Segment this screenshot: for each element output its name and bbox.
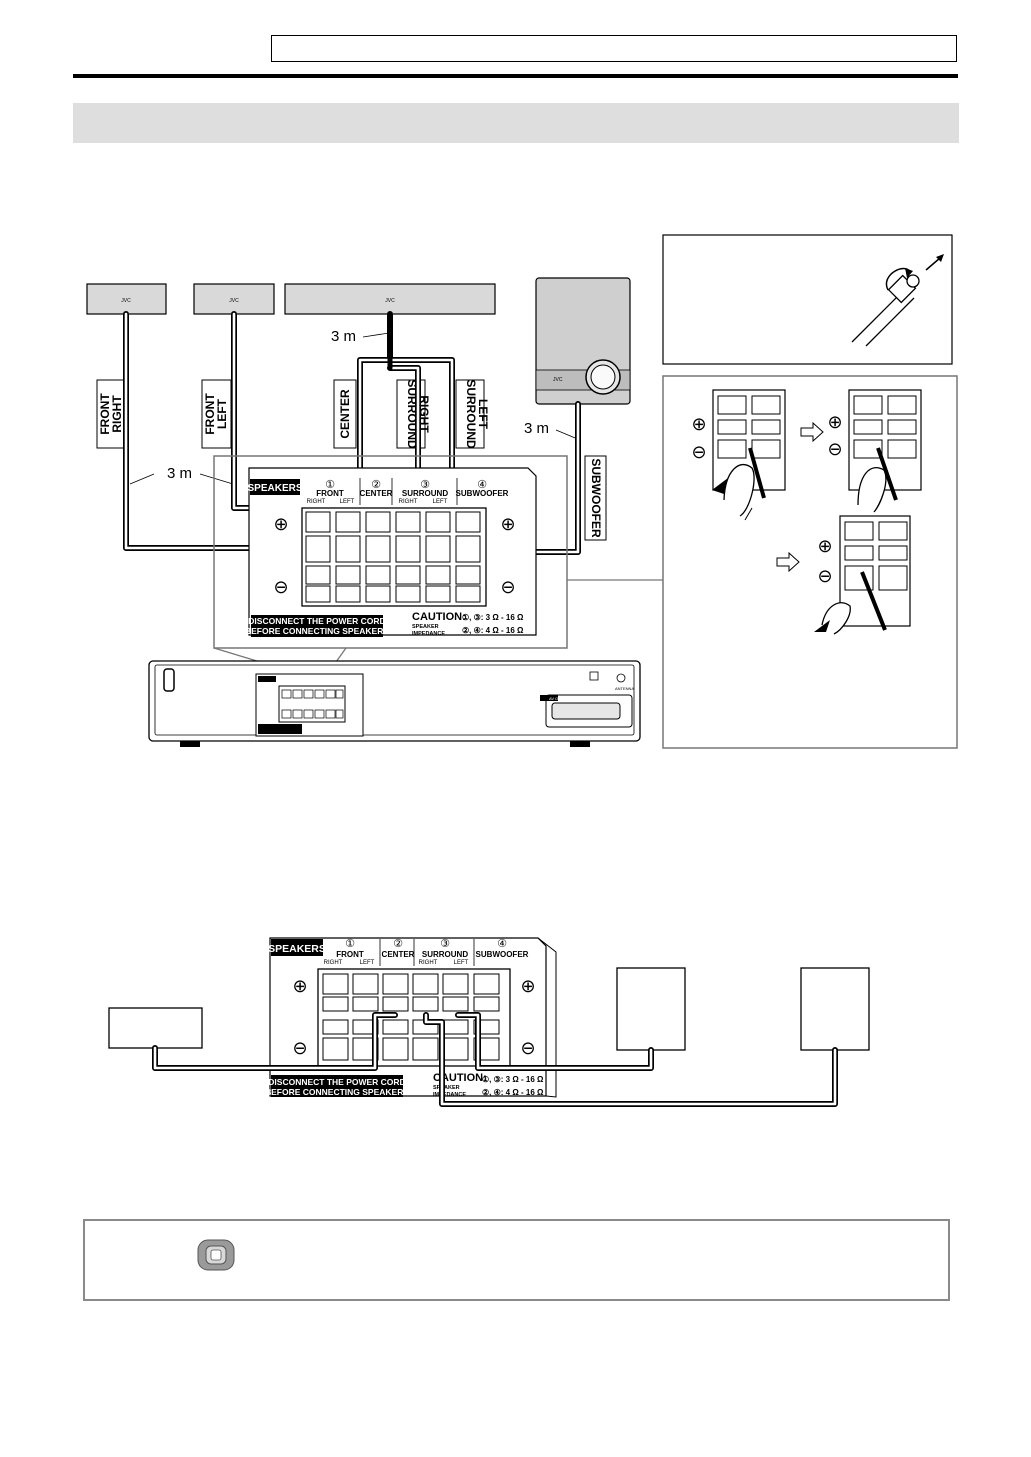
svg-text:①, ③: 3 Ω - 16 Ω: ①, ③: 3 Ω - 16 Ω bbox=[462, 613, 524, 622]
svg-text:CENTER: CENTER bbox=[338, 389, 352, 439]
receiver-rear-panel: AV OUT ANTENNA bbox=[148, 660, 641, 747]
svg-text:IMPEDANCE: IMPEDANCE bbox=[433, 1092, 466, 1098]
label-center: CENTER bbox=[333, 379, 357, 449]
svg-text:SURROUND: SURROUND bbox=[402, 489, 448, 498]
svg-text:⊕: ⊕ bbox=[292, 976, 307, 996]
svg-text:LEFT: LEFT bbox=[454, 960, 469, 966]
svg-text:①: ① bbox=[345, 938, 355, 950]
page-header-box bbox=[271, 35, 957, 62]
svg-text:LEFT: LEFT bbox=[476, 399, 490, 430]
external-device-box-left bbox=[108, 1007, 203, 1049]
svg-text:⊕: ⊕ bbox=[520, 976, 535, 996]
svg-text:RIGHT: RIGHT bbox=[324, 960, 343, 966]
speaker-front-right: JVC bbox=[86, 283, 167, 315]
speaker-subwoofer: JVC bbox=[535, 277, 631, 405]
svg-text:⊕: ⊕ bbox=[817, 536, 832, 556]
svg-text:CENTER: CENTER bbox=[382, 950, 415, 959]
svg-text:SUBWOOFER: SUBWOOFER bbox=[589, 458, 603, 538]
svg-text:⊖: ⊖ bbox=[500, 577, 515, 597]
svg-text:⊖: ⊖ bbox=[292, 1038, 307, 1058]
svg-text:RIGHT: RIGHT bbox=[399, 499, 418, 505]
speaker-terminal-panel-zoom: SPEAKERS ① FRONT RIGHT LEFT ② CENTER ③ S… bbox=[213, 455, 568, 649]
step-3: ⊕ ⊖ bbox=[814, 515, 911, 635]
svg-text:FRONT: FRONT bbox=[98, 393, 112, 435]
remote-dial-icon bbox=[197, 1239, 235, 1271]
svg-text:⊖: ⊖ bbox=[817, 566, 832, 586]
svg-text:SUBWOOFER: SUBWOOFER bbox=[476, 950, 529, 959]
svg-text:LEFT: LEFT bbox=[340, 499, 355, 505]
svg-text:⊕: ⊕ bbox=[691, 414, 706, 434]
external-speaker-box-1 bbox=[616, 967, 686, 1051]
svg-text:IMPEDANCE: IMPEDANCE bbox=[412, 631, 445, 637]
svg-text:③: ③ bbox=[440, 938, 450, 950]
svg-text:①: ① bbox=[325, 479, 335, 491]
label-front-left: FRONT LEFT bbox=[201, 379, 232, 449]
svg-text:DISCONNECT THE POWER CORD: DISCONNECT THE POWER CORD bbox=[248, 616, 385, 626]
svg-text:SPEAKERS: SPEAKERS bbox=[268, 943, 326, 955]
svg-text:⊕: ⊕ bbox=[500, 514, 515, 534]
step-2: ⊕ ⊖ bbox=[827, 389, 922, 513]
svg-text:②: ② bbox=[393, 938, 403, 950]
label-surround-left: SURROUND LEFT bbox=[455, 379, 490, 449]
section-title-bar bbox=[73, 103, 959, 143]
speaker-front-left: JVC bbox=[193, 283, 275, 315]
wire-twist-illustration-box bbox=[662, 234, 953, 365]
terminal-insertion-steps-box: ⊕ ⊖ ⊕ ⊖ bbox=[662, 375, 958, 749]
svg-text:SURROUND: SURROUND bbox=[422, 950, 468, 959]
cable-length-front: 3 m bbox=[167, 465, 192, 482]
cable-length-subwoofer: 3 m bbox=[524, 420, 549, 437]
svg-text:SPEAKERS: SPEAKERS bbox=[247, 483, 302, 494]
svg-text:FRONT: FRONT bbox=[336, 950, 364, 959]
svg-text:JVC: JVC bbox=[553, 377, 563, 383]
svg-text:SURROUND: SURROUND bbox=[464, 379, 478, 449]
svg-text:LEFT: LEFT bbox=[215, 398, 229, 429]
svg-text:ANTENNA: ANTENNA bbox=[615, 686, 634, 691]
svg-text:CAUTION:: CAUTION: bbox=[412, 611, 466, 623]
svg-text:②, ④: 4 Ω - 16 Ω: ②, ④: 4 Ω - 16 Ω bbox=[482, 1088, 544, 1097]
svg-text:SPEAKER: SPEAKER bbox=[412, 624, 439, 630]
svg-text:⊖: ⊖ bbox=[691, 442, 706, 462]
svg-text:LEFT: LEFT bbox=[360, 960, 375, 966]
svg-text:④: ④ bbox=[497, 938, 507, 950]
svg-text:⊕: ⊕ bbox=[827, 412, 842, 432]
svg-text:AV OUT: AV OUT bbox=[549, 696, 564, 701]
svg-text:⊖: ⊖ bbox=[273, 577, 288, 597]
svg-text:②: ② bbox=[371, 479, 381, 491]
svg-text:RIGHT: RIGHT bbox=[110, 395, 124, 433]
svg-text:JVC: JVC bbox=[229, 298, 239, 304]
svg-text:JVC: JVC bbox=[121, 298, 131, 304]
label-surround-right: SURROUND RIGHT bbox=[396, 379, 431, 449]
svg-text:⊖: ⊖ bbox=[827, 439, 842, 459]
header-rule bbox=[73, 74, 958, 78]
svg-text:SPEAKER: SPEAKER bbox=[433, 1085, 460, 1091]
svg-text:⊕: ⊕ bbox=[273, 514, 288, 534]
label-front-right: FRONT RIGHT bbox=[96, 379, 127, 449]
svg-text:FRONT: FRONT bbox=[203, 393, 217, 435]
step-1: ⊕ ⊖ bbox=[691, 389, 786, 521]
svg-text:①, ③: 3 Ω - 16 Ω: ①, ③: 3 Ω - 16 Ω bbox=[482, 1075, 544, 1084]
svg-text:BEFORE CONNECTING SPEAKERS: BEFORE CONNECTING SPEAKERS bbox=[245, 626, 389, 636]
tip-box bbox=[83, 1219, 950, 1301]
svg-text:JVC: JVC bbox=[385, 298, 395, 304]
svg-text:②, ④: 4 Ω - 16 Ω: ②, ④: 4 Ω - 16 Ω bbox=[462, 626, 524, 635]
external-speaker-box-2 bbox=[800, 967, 870, 1051]
svg-text:CAUTION:: CAUTION: bbox=[433, 1072, 487, 1084]
svg-text:④: ④ bbox=[477, 479, 487, 491]
svg-text:SUBWOOFER: SUBWOOFER bbox=[456, 489, 509, 498]
speaker-center: JVC bbox=[284, 283, 496, 315]
speaker-terminal-panel-lower: SPEAKERS ① FRONT RIGHT LEFT ② CENTER ③ S… bbox=[265, 937, 557, 1098]
svg-text:③: ③ bbox=[420, 479, 430, 491]
svg-text:RIGHT: RIGHT bbox=[419, 960, 438, 966]
svg-text:FRONT: FRONT bbox=[316, 489, 344, 498]
svg-text:CENTER: CENTER bbox=[360, 489, 393, 498]
svg-text:RIGHT: RIGHT bbox=[307, 499, 326, 505]
label-subwoofer: SUBWOOFER bbox=[584, 455, 607, 541]
svg-text:BEFORE CONNECTING SPEAKERS: BEFORE CONNECTING SPEAKERS bbox=[265, 1087, 409, 1097]
cable-length-center: 3 m bbox=[331, 328, 356, 345]
svg-text:⊖: ⊖ bbox=[520, 1038, 535, 1058]
svg-text:DISCONNECT THE POWER CORD: DISCONNECT THE POWER CORD bbox=[268, 1077, 405, 1087]
svg-text:LEFT: LEFT bbox=[433, 499, 448, 505]
